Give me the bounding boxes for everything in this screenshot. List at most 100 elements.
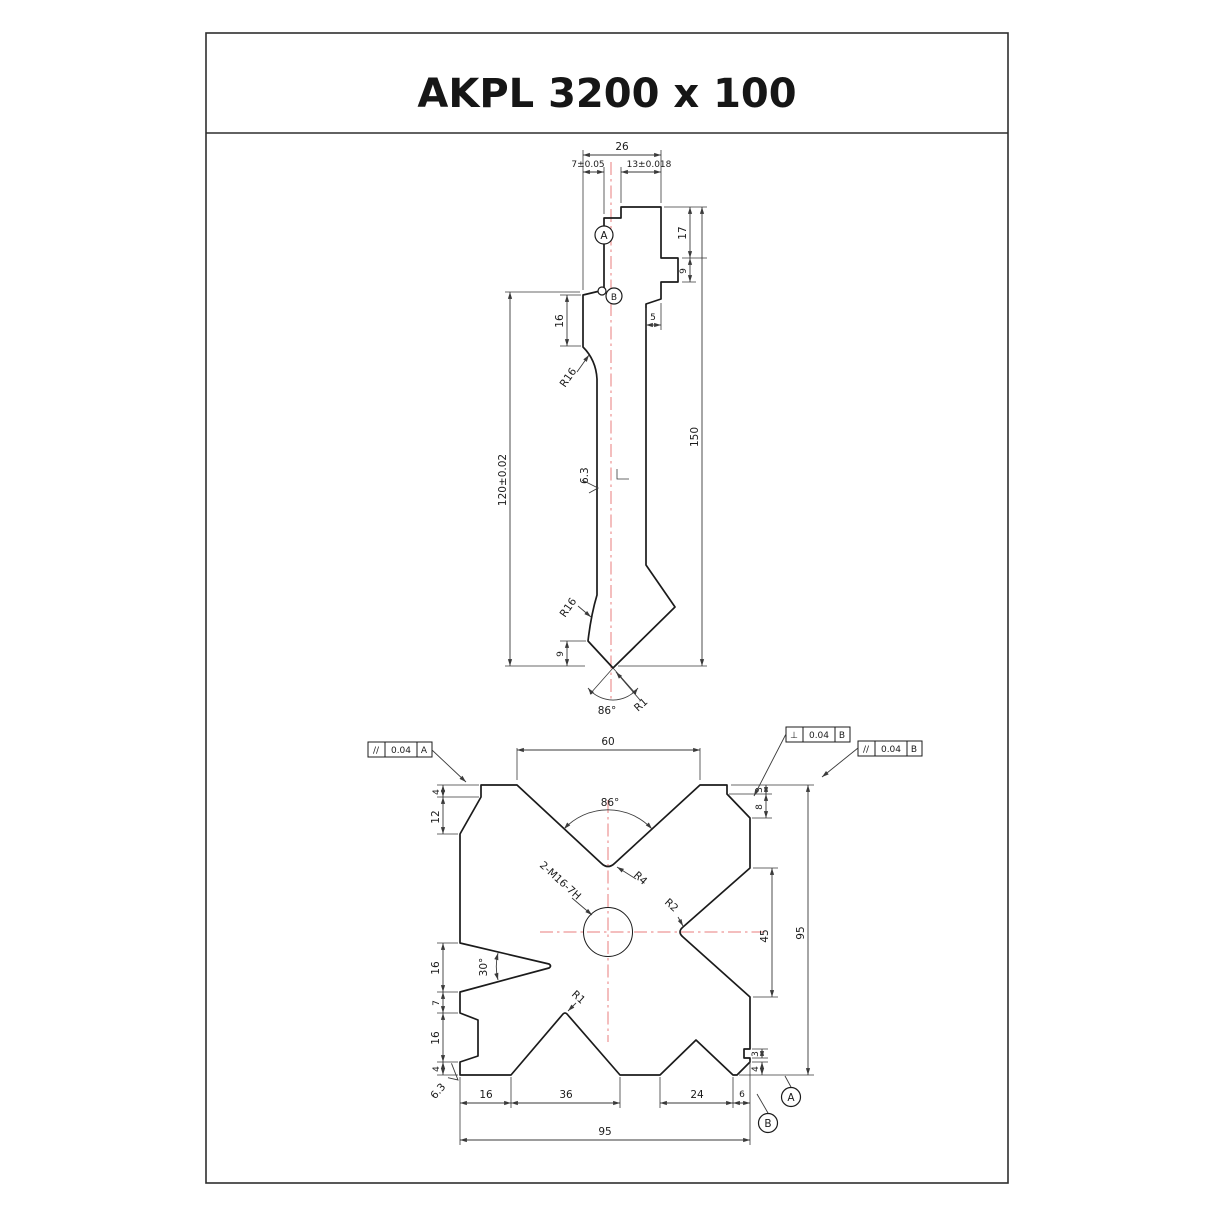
fcf-parallelism-b: // 0.04 B [821,740,923,778]
leader-bottom-radius: R1 [567,988,587,1012]
dim-step-width: 5 [646,313,661,328]
dim-label: 150 [689,427,701,447]
dim-label: 13±0.018 [627,160,672,170]
fcf-parallelism-a: // 0.04 A [367,741,467,783]
fcf-tolerance: 0.04 [881,745,901,755]
dim-label: 7±0.05 [571,160,604,170]
dim-face-height: 16 [554,295,570,346]
leader-side-vee-radius: R2 [662,896,684,927]
dim-tang-width: 13±0.018 [621,160,672,175]
dim-label: 30° [478,958,490,977]
dim-label: 3 [755,787,765,793]
dim-vee-angle: 86° [563,797,653,830]
dim-label: 12 [430,810,442,823]
dim-label: 26 [615,141,629,153]
drawing-frame [205,32,1009,1184]
dim-label: 24 [690,1089,704,1101]
dim-label: R16 [558,596,580,620]
dim-left-seg-lower: 16 [430,1013,446,1062]
dim-top-right-depth: 8 [755,794,769,818]
leader-radius-upper: R16 [558,354,590,390]
dim-label: 2-M16-7H [537,859,583,902]
dim-left-seg-bottom: 4 [432,1062,446,1075]
dim-left-land: 7 [432,992,446,1013]
fcf-perpendicularity-b: ⊥ 0.04 B [753,726,851,797]
fcf-datum: B [911,745,917,755]
dim-shoulder-height: 17 [677,207,693,258]
punch-profile [582,206,679,669]
die-extension-lines [437,748,814,1145]
drawing-title: AKPL 3200 x 100 [417,71,796,117]
datum-balloon-b: B [605,287,623,305]
dim-label: 4 [432,789,442,795]
dim-tip-angle: 86° [587,687,639,717]
dim-label: 6 [739,1090,745,1100]
datum-label: B [611,293,617,303]
dim-label: R2 [662,896,680,914]
dim-label: 17 [677,226,689,239]
dim-label: 16 [554,314,566,328]
roughness-label: 6.3 [579,467,591,484]
safety-notch [597,286,607,296]
dim-label: 9 [556,651,566,657]
leader-radius-lower: R16 [558,596,592,620]
dim-label: 86° [601,797,620,809]
dim-top-width: 26 [583,141,661,158]
dim-corner-height: 4 [751,1062,765,1075]
leader-vee-radius: R4 [616,866,650,888]
dim-label: 36 [559,1089,573,1101]
dim-label: 16 [430,1031,442,1045]
dim-label: 9 [679,268,689,274]
fcf-tolerance: 0.04 [391,746,411,756]
dim-top-left-depth: 12 [430,797,446,834]
datum-balloon-a: A [594,225,614,245]
dim-label: 4 [432,1066,442,1072]
dim-label: 16 [430,961,442,975]
dim-label: 86° [598,705,617,717]
dim-bottom-seg3: 24 [660,1089,733,1106]
die-profile [459,784,751,1076]
dim-label: R16 [558,366,580,390]
datum-balloon-b: B [756,1093,779,1134]
punch-extension-lines [505,150,707,695]
dim-working-height: 120±0.02 [497,292,513,666]
leader-thread-callout: 2-M16-7H [537,859,593,916]
die-view: 60 86° R4 2-M16-7H R2 45 95 3 [367,726,923,1145]
fcf-symbol: // [863,745,870,755]
dim-top-left-step: 4 [432,785,446,797]
dim-tip-flank-height: 9 [556,641,570,666]
surface-roughness-mark: 6.3 [579,467,599,494]
dim-overall-height: 150 [689,207,705,666]
fcf-tolerance: 0.04 [809,731,829,741]
dim-bottom-seg1: 16 [460,1089,511,1106]
dim-bottom-seg4: 6 [733,1090,750,1106]
dim-groove-height: 9 [679,258,693,282]
dim-label: 4 [751,1066,761,1072]
dim-vee-width: 60 [517,736,700,753]
datum-balloon-a: A [780,1075,802,1108]
dim-label: 8 [755,804,765,810]
dim-label: 16 [479,1089,493,1101]
dim-left-vee-angle: 30° [478,952,499,981]
dim-label: 95 [598,1126,611,1138]
dim-tang-offset: 7±0.05 [571,160,605,175]
dim-die-height: 95 [795,785,811,1075]
fcf-datum: A [421,746,428,756]
dim-bottom-seg2: 36 [511,1089,620,1106]
datum-label: B [764,1118,771,1130]
dim-label: R4 [631,869,650,887]
fcf-symbol: ⊥ [790,731,798,741]
dim-label: 3 [751,1051,761,1057]
dim-label: 5 [650,313,656,323]
dim-label: 120±0.02 [497,454,509,506]
dim-label: R1 [569,988,587,1006]
dim-label: 60 [601,736,614,748]
fcf-symbol: // [373,746,380,756]
dim-corner-step: 3 [751,1049,765,1058]
datum-label: A [600,230,608,242]
datum-label: A [787,1092,795,1104]
dim-label: R1 [632,696,650,714]
roughness-label: 6.3 [428,1081,448,1101]
dim-top-right-step: 3 [755,785,769,794]
